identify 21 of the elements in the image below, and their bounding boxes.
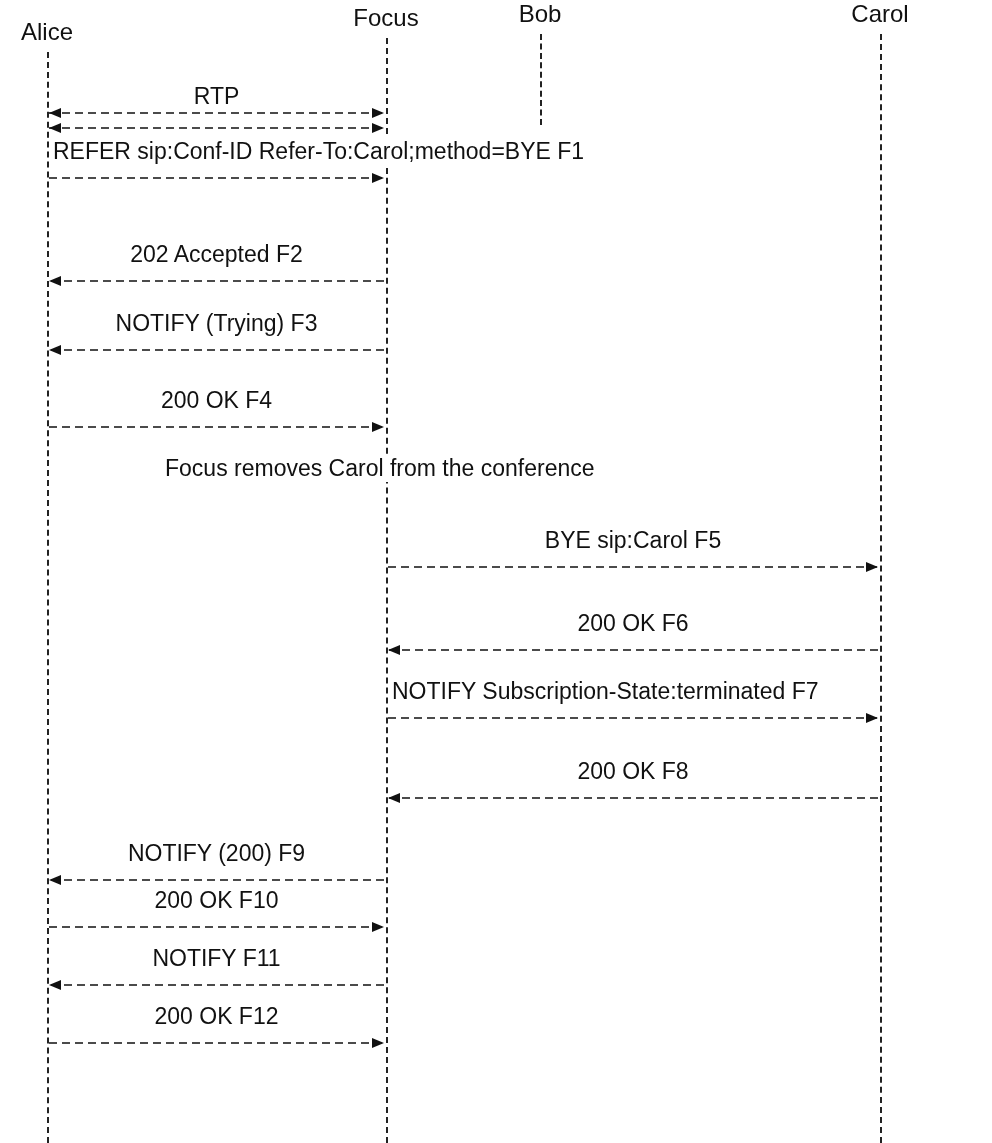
arrow: [48, 173, 385, 183]
arrow: [387, 645, 879, 655]
participant-name: Bob: [517, 0, 563, 28]
arrow: [48, 123, 385, 133]
arrow: [48, 875, 385, 885]
arrow: [387, 562, 879, 572]
participant-name: Carol: [850, 0, 910, 28]
arrow: [387, 793, 879, 803]
arrow: [48, 922, 385, 932]
arrow: [48, 345, 385, 355]
arrow: [48, 1038, 385, 1048]
edge-label: 202 Accepted F2: [128, 241, 305, 268]
participant-name: Alice: [20, 18, 74, 46]
participant-name: Focus: [352, 4, 420, 32]
note-text: Focus removes Carol from the conference: [165, 455, 595, 482]
arrow: [48, 422, 385, 432]
arrow: [48, 980, 385, 990]
arrow: [48, 276, 385, 286]
edge-label: NOTIFY Subscription-State:terminated F7: [390, 678, 821, 705]
arrow: [387, 713, 879, 723]
arrow: [48, 108, 385, 118]
